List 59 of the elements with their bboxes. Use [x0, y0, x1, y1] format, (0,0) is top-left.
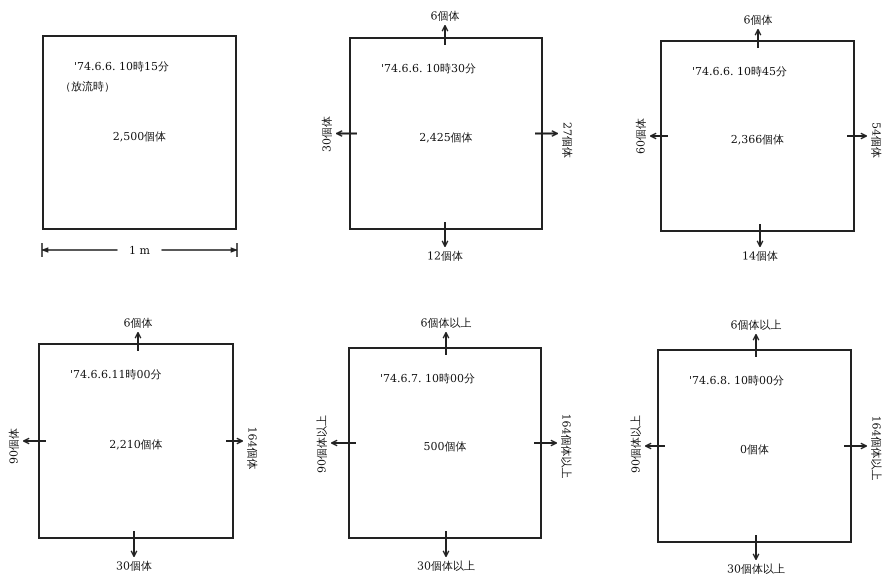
count-label: 54個体 [869, 122, 883, 158]
arrow [336, 130, 357, 137]
arrow [442, 24, 448, 45]
count-text: 2,500個体 [112, 128, 168, 144]
count-label: 30個体以上 [727, 562, 785, 576]
arrow [442, 222, 448, 248]
arrow [442, 332, 450, 355]
date-text: '74.6.6. 10時15分 [74, 59, 169, 74]
date-text: '74.6.6. 10時45分 [692, 64, 787, 79]
area-square [348, 347, 542, 539]
arrow [847, 132, 868, 140]
arrow [752, 535, 760, 560]
count-label: 14個体 [742, 249, 778, 263]
date-text: '74.6.6.11時00分 [70, 367, 162, 382]
count-label: 12個体 [427, 249, 463, 263]
arrow [650, 132, 668, 140]
note-text: （放流時） [60, 79, 115, 94]
arrow [754, 28, 762, 48]
arrow [22, 438, 46, 444]
count-label: 30個体 [320, 116, 334, 152]
area-square [349, 37, 543, 230]
area-square [42, 35, 237, 230]
count-label: 6個体 [744, 13, 772, 27]
count-text: 2,366個体 [730, 132, 786, 148]
area-square [657, 349, 852, 543]
count-label: 30個体 [116, 559, 152, 573]
count-text: 500個体 [422, 439, 468, 454]
date-text: '74.6.6. 10時30分 [381, 61, 476, 76]
arrow [752, 334, 760, 357]
count-text: 2,210個体 [108, 437, 164, 452]
arrow [644, 442, 665, 450]
count-label: 30個体以上 [417, 559, 475, 573]
arrow [134, 332, 142, 351]
count-label: 6個体 [430, 9, 460, 23]
count-label: 164個体以上 [869, 416, 883, 480]
arrow [442, 531, 450, 558]
count-label: 90個体以上 [315, 415, 329, 473]
count-label: 6個体 [124, 316, 152, 330]
count-label: 90個体以上 [629, 415, 643, 473]
count-label: 6個体以上 [420, 316, 472, 330]
arrow [534, 440, 558, 446]
area-square [660, 40, 855, 232]
count-label: 60個体 [634, 118, 648, 154]
date-text: '74.6.8. 10時00分 [689, 373, 784, 388]
count-label: 90個体 [7, 428, 21, 464]
arrow [756, 224, 764, 248]
arrow [844, 442, 868, 450]
arrow [130, 531, 138, 558]
area-square [38, 343, 234, 539]
count-label: 164個体以上 [559, 414, 573, 478]
arrow [330, 440, 356, 446]
count-label: 6個体以上 [730, 318, 782, 332]
count-text: 2,425個体 [418, 130, 474, 145]
count-label: 27個体 [560, 122, 574, 158]
date-text: '74.6.7. 10時00分 [380, 371, 475, 386]
count-text: 0個体 [739, 442, 770, 458]
count-label: 164個体 [245, 426, 259, 470]
arrow [226, 438, 244, 444]
arrow [535, 130, 558, 137]
